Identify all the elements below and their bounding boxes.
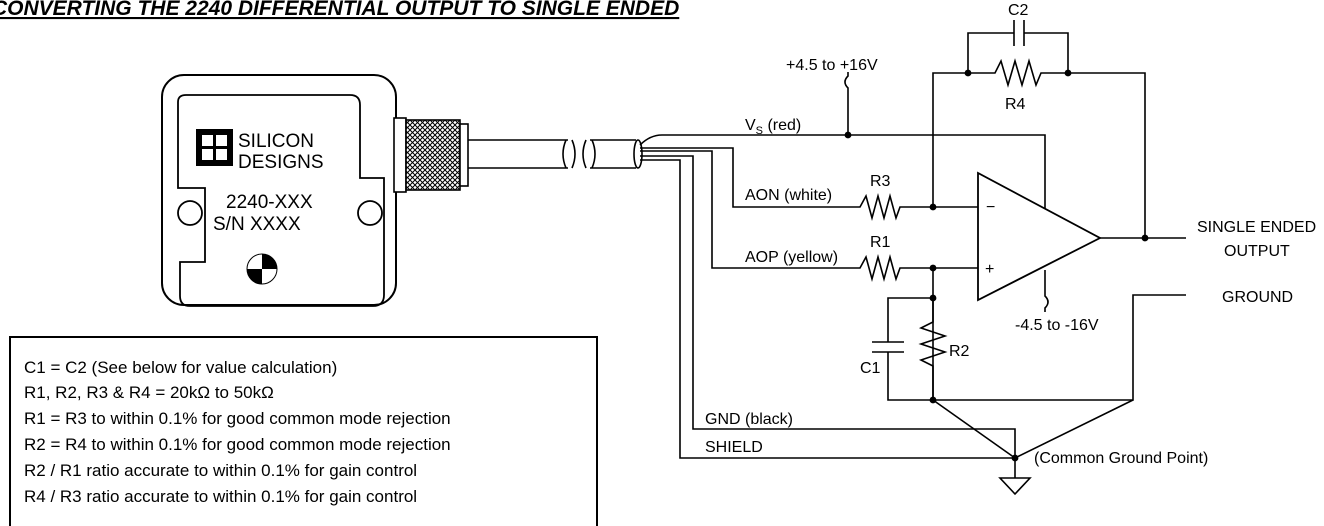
mount-hole-left <box>177 200 203 226</box>
wire-vs <box>639 134 1046 238</box>
aop-wire-label: AOP (yellow) <box>745 249 838 266</box>
sensor-serial: S/N XXXX <box>213 214 301 235</box>
note-line: R1, R2, R3 & R4 = 20kΩ to 50kΩ <box>24 383 274 402</box>
note-line: C1 = C2 (See below for value calculation… <box>24 358 337 377</box>
note-line: R2 = R4 to within 0.1% for good common m… <box>24 435 451 454</box>
r3-label: R3 <box>870 173 891 190</box>
brand-logo-icon <box>196 129 233 166</box>
sensor-model: 2240-XXX <box>226 192 313 213</box>
negative-supply-label: -4.5 to -16V <box>1015 317 1099 334</box>
resistor-r3 <box>852 192 978 222</box>
note-line: R2 / R1 ratio accurate to within 0.1% fo… <box>24 461 417 480</box>
positive-supply: +4.5 to +16V <box>786 57 878 139</box>
gnd-wire-label: GND (black) <box>705 411 793 428</box>
sensor-brand-line1: SILICON <box>238 131 314 152</box>
c1-label: C1 <box>860 360 881 377</box>
note-line: R1 = R3 to within 0.1% for good common m… <box>24 409 451 428</box>
c2-label: C2 <box>1008 2 1029 19</box>
diagram-title: CONVERTING THE 2240 DIFFERENTIAL OUTPUT … <box>0 0 679 20</box>
wire-aop <box>640 150 852 269</box>
r1-label: R1 <box>870 234 891 251</box>
ground-return <box>929 268 1186 404</box>
mount-hole-right <box>357 200 383 226</box>
output-label-line2: OUTPUT <box>1224 243 1290 260</box>
sensor-brand-line2: DESIGNS <box>238 152 324 173</box>
op-amp: − + <box>977 171 1186 302</box>
common-ground-label: (Common Ground Point) <box>1034 450 1208 467</box>
negative-supply: -4.5 to -16V <box>1015 270 1099 334</box>
feedback-network <box>929 20 1146 238</box>
op-amp-minus: − <box>986 199 995 216</box>
notes-box: C1 = C2 (See below for value calculation… <box>9 336 598 526</box>
r2-label: R2 <box>949 343 970 360</box>
r4-label: R4 <box>1005 96 1026 113</box>
wire-gnd <box>640 155 1016 460</box>
sensor-module: SILICON DESIGNS 2240-XXX S/N XXXX <box>161 74 397 307</box>
capacitor-c1 <box>872 297 933 401</box>
shield-wire-label: SHIELD <box>705 439 763 456</box>
wire-shield <box>640 159 1015 459</box>
vs-wire-label: VS (red) <box>745 117 801 137</box>
aon-wire-label: AON (white) <box>745 187 832 204</box>
cable-connector <box>393 117 469 193</box>
op-amp-plus: + <box>985 261 994 278</box>
output-label-line1: SINGLE ENDED <box>1197 219 1316 236</box>
wire-aon <box>640 147 852 208</box>
resistor-r1 <box>852 253 978 283</box>
resistor-r2 <box>918 298 948 400</box>
center-of-mass-icon <box>246 253 278 285</box>
positive-supply-label: +4.5 to +16V <box>786 57 878 74</box>
common-ground-point <box>932 399 1134 496</box>
cable <box>468 139 643 169</box>
note-line: R4 / R3 ratio accurate to within 0.1% fo… <box>24 487 417 506</box>
ground-label: GROUND <box>1222 289 1293 306</box>
